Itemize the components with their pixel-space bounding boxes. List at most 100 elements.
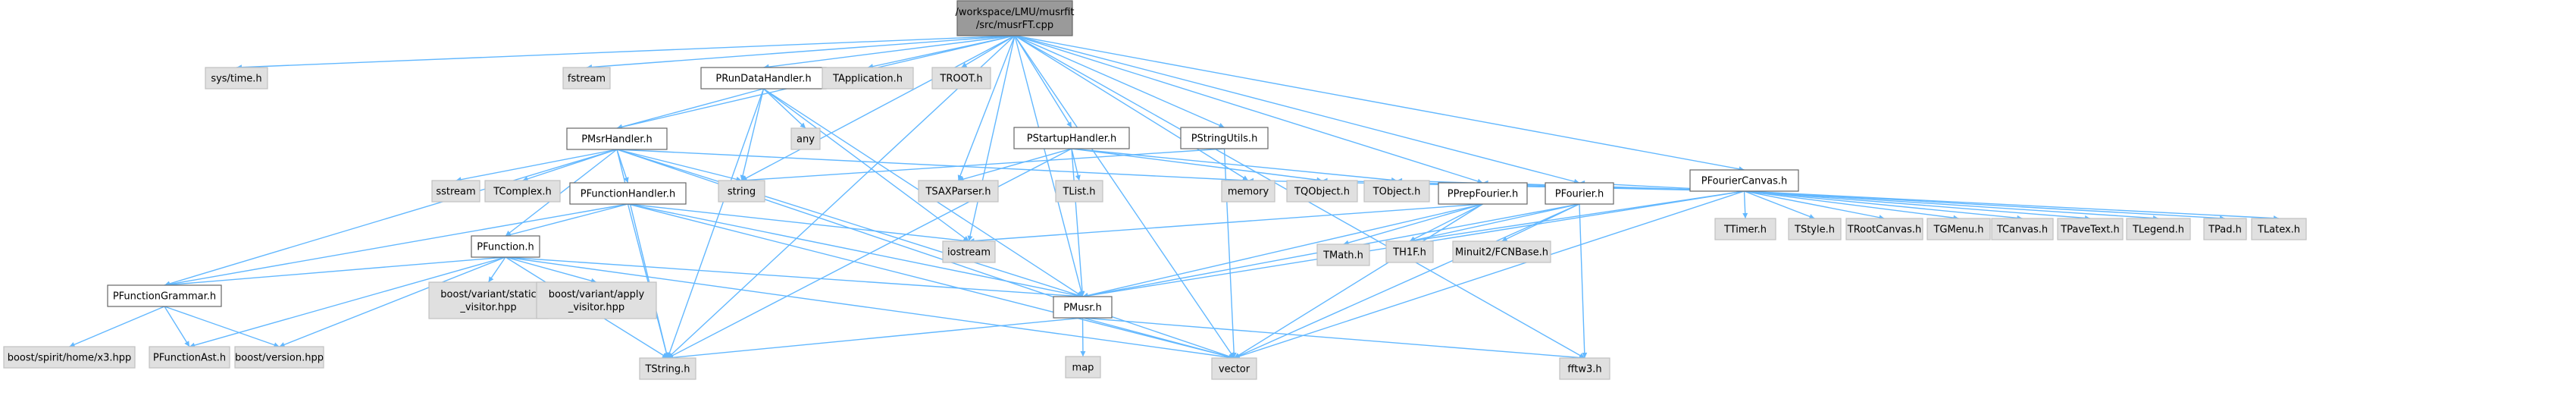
node-box	[107, 284, 222, 307]
node-bvapply: boost/variant/apply_visitor.hpp	[536, 281, 657, 319]
node-label: TTimer.h	[1723, 225, 1767, 236]
node-pfunchandler[interactable]: PFunctionHandler.h	[569, 182, 687, 205]
node-prundata[interactable]: PRunDataHandler.h	[700, 67, 827, 90]
edge-arrowhead	[69, 342, 76, 347]
node-label: boost/variant/static	[440, 289, 536, 300]
node-label: TLegend.h	[2132, 225, 2184, 236]
node-box	[790, 127, 821, 150]
edge-arrowhead	[957, 174, 963, 181]
node-pfourier[interactable]: PFourier.h	[1545, 182, 1614, 205]
node-pfgrammar[interactable]: PFunctionGrammar.h	[107, 284, 222, 307]
edge-pmusr-to-tstring	[667, 317, 1083, 359]
edge-arrowhead	[1080, 350, 1086, 357]
edge-pfourier-to-fftw3	[1579, 203, 1585, 359]
node-pstringutils[interactable]: PStringUtils.h	[1180, 127, 1269, 149]
edge-arrowhead	[967, 235, 973, 241]
edge-prundata-to-iostream	[763, 88, 969, 242]
edge-root-to-pfcanvas	[1014, 35, 1745, 171]
edge-root-to-pmusr	[1014, 35, 1084, 297]
node-label: boost/version.hpp	[235, 353, 324, 364]
node-box	[1180, 127, 1269, 149]
node-label: TStyle.h	[1794, 225, 1835, 236]
edge-pfunction-to-pfgrammar	[164, 256, 506, 286]
edge-root-to-tsaxparser	[957, 35, 1016, 181]
node-systime: sys/time.h	[205, 67, 268, 90]
node-label: boost/spirit/home/x3.hpp	[8, 353, 132, 364]
edge-pmusr-to-map	[1081, 317, 1084, 357]
node-box	[942, 240, 996, 263]
node-label: PFourierCanvas.h	[1701, 176, 1787, 187]
node-tsaxparser: TSAXParser.h	[918, 180, 999, 203]
node-tlist: TList.h	[1055, 180, 1103, 203]
node-label: TRootCanvas.h	[1847, 225, 1921, 236]
node-label: TComplex.h	[493, 187, 552, 198]
node-label: TQObject.h	[1294, 187, 1350, 198]
edge-arrowhead	[740, 174, 746, 181]
edge-pfunchandler-to-pmusr	[628, 203, 1083, 297]
node-box	[1559, 357, 1610, 380]
edge-arrowhead	[1742, 212, 1748, 218]
edge-pstringutils-to-string	[741, 148, 1225, 181]
edge-pstartup-to-tobject	[1071, 148, 1398, 181]
edge-arrowhead	[273, 342, 280, 347]
edge-arrowhead	[961, 62, 968, 68]
edge-root-to-systime	[236, 35, 1016, 68]
node-box	[1211, 357, 1257, 380]
node-box	[1845, 218, 1923, 240]
edge-prundata-to-string	[740, 88, 765, 181]
edge-pmsr-to-pmusr	[616, 149, 1083, 297]
node-label: PPrepFourier.h	[1448, 189, 1518, 200]
node-box	[1714, 218, 1776, 240]
edge-root-to-pstartup	[1014, 35, 1072, 128]
edge-pfunchandler-to-iostream	[628, 203, 969, 242]
node-box	[431, 180, 480, 203]
node-label: PFunctionAst.h	[153, 353, 226, 364]
node-label: /workspace/LMU/musrfit	[955, 7, 1074, 18]
node-box	[931, 67, 991, 90]
edge-pprepfourier-to-th1f	[1409, 203, 1483, 242]
edge-pfcanvas-to-tlatex	[1744, 190, 2280, 219]
node-box	[1316, 243, 1370, 266]
node-tlatex: TLatex.h	[2251, 218, 2307, 240]
edge-prundata-to-pmsr	[616, 88, 764, 129]
node-pfast: PFunctionAst.h	[149, 346, 230, 369]
node-label: TPaveText.h	[2060, 225, 2120, 236]
node-tstyle: TStyle.h	[1788, 218, 1842, 240]
edge-arrowhead	[279, 342, 286, 347]
edge-pfgrammar-to-pfast	[164, 306, 190, 347]
edge-pmusr-to-vector	[1082, 317, 1235, 359]
node-label: TPad.h	[2208, 225, 2242, 236]
node-fftw3: fftw3.h	[1559, 357, 1610, 380]
edge-pfunchandler-to-tstring	[627, 203, 668, 359]
node-bspirit: boost/spirit/home/x3.hpp	[3, 346, 136, 369]
node-box	[1053, 296, 1113, 319]
node-label: sstream	[436, 187, 475, 198]
node-any: any	[790, 127, 821, 150]
node-fstream: fstream	[562, 67, 611, 90]
edge-pfunchandler-to-pfgrammar	[164, 203, 628, 286]
node-minuit: Minuit2/FCNBase.h	[1452, 240, 1551, 263]
node-label: /src/musrFT.cpp	[976, 20, 1053, 31]
node-box	[1927, 218, 1991, 240]
node-pfcanvas[interactable]: PFourierCanvas.h	[1689, 169, 1799, 192]
node-pstartup[interactable]: PStartupHandler.h	[1013, 127, 1130, 149]
node-pfunction[interactable]: PFunction.h	[471, 235, 540, 258]
node-label: PStringUtils.h	[1191, 134, 1258, 145]
node-pmsr[interactable]: PMsrHandler.h	[566, 127, 668, 150]
node-tgmenu: TGMenu.h	[1927, 218, 1991, 240]
node-root[interactable]: /workspace/LMU/musrfit/src/musrFT.cpp	[955, 0, 1075, 36]
edge-pfcanvas-to-tpavetext	[1744, 190, 2091, 219]
node-pmusr[interactable]: PMusr.h	[1053, 296, 1113, 319]
node-trootcanvas: TRootCanvas.h	[1845, 218, 1923, 240]
node-pprepfourier[interactable]: PPrepFourier.h	[1438, 182, 1528, 205]
edge-pmsr-to-sstream	[455, 149, 618, 181]
node-label: sys/time.h	[211, 74, 261, 85]
node-label: TObject.h	[1373, 187, 1421, 198]
edge-root-to-string	[741, 35, 1016, 181]
edge-pfcanvas-to-tstyle	[1744, 190, 1815, 219]
edge-arrowhead	[488, 276, 494, 282]
node-label: TString.h	[644, 364, 690, 375]
edge-root-to-prundata	[763, 35, 1016, 68]
node-box	[2251, 218, 2307, 240]
